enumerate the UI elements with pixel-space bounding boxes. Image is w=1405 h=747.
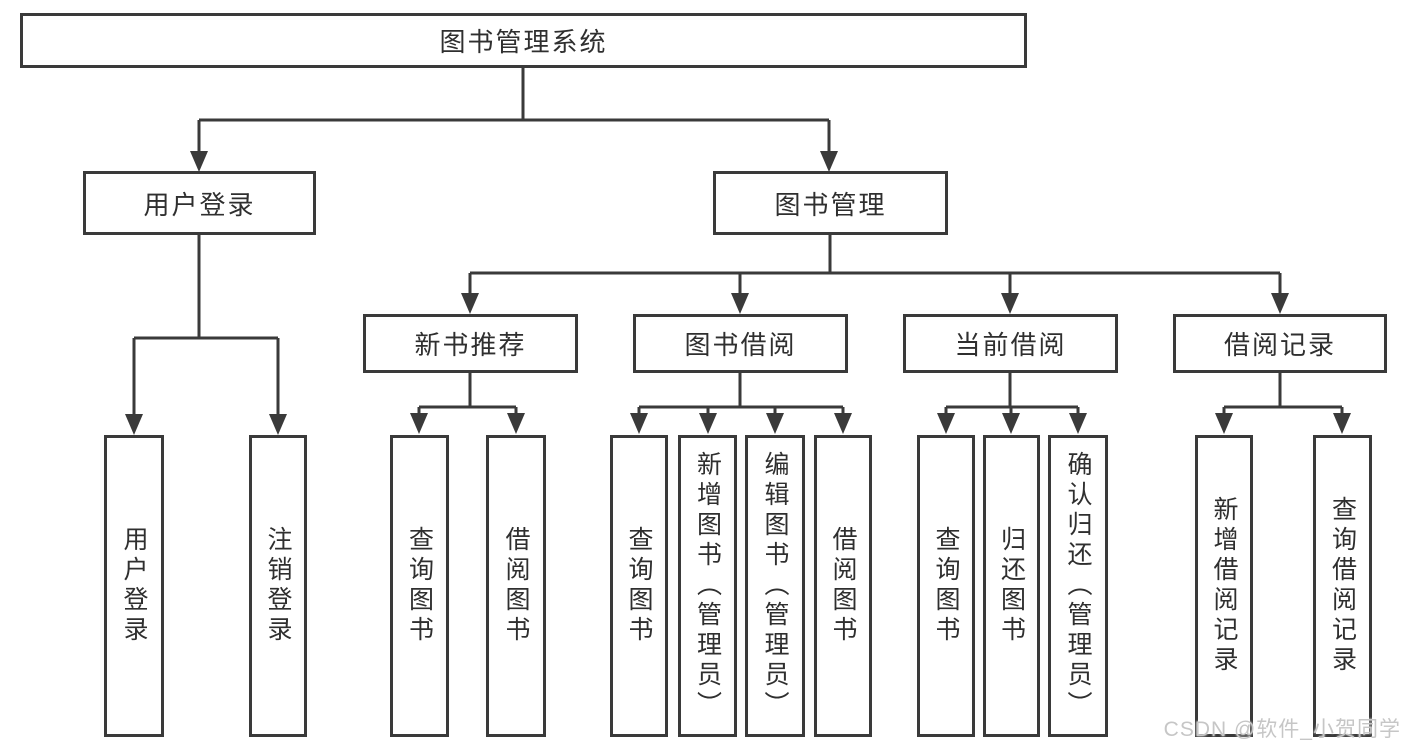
leaf-borrow-book-label: 借阅图书 bbox=[829, 526, 857, 646]
node-user-login: 用户登录 bbox=[83, 171, 316, 235]
leaf-logout: 注销登录 bbox=[249, 435, 307, 737]
leaf-borrow-query: 查询图书 bbox=[610, 435, 668, 737]
csdn-watermark: CSDN @软件_小贺同学 bbox=[1163, 718, 1401, 741]
leaf-borrow-query-label: 查询图书 bbox=[625, 526, 653, 646]
leaf-logout-label: 注销登录 bbox=[264, 526, 292, 646]
node-root-label: 图书管理系统 bbox=[439, 27, 608, 57]
node-new-book-recommend: 新书推荐 bbox=[363, 314, 578, 373]
node-root: 图书管理系统 bbox=[20, 13, 1027, 68]
leaf-newbooks-query-label: 查询图书 bbox=[405, 526, 434, 646]
connector-paths bbox=[132, 68, 1344, 418]
leaf-records-add: 新增借阅记录 bbox=[1195, 435, 1253, 737]
leaf-current-confirm-return-admin: 确认归还（管理员） bbox=[1048, 435, 1108, 737]
leaf-borrow-addbook-admin-label: 新增图书（管理员） bbox=[693, 451, 722, 721]
leaf-newbooks-borrow: 借阅图书 bbox=[486, 435, 546, 737]
leaf-user-login-label: 用户登录 bbox=[120, 526, 148, 646]
leaf-current-return-label: 归还图书 bbox=[997, 526, 1026, 646]
leaf-borrow-addbook-admin: 新增图书（管理员） bbox=[678, 435, 737, 737]
leaf-records-query: 查询借阅记录 bbox=[1313, 435, 1372, 737]
node-new-book-recommend-label: 新书推荐 bbox=[414, 330, 527, 360]
leaf-borrow-book: 借阅图书 bbox=[814, 435, 872, 737]
leaf-records-query-label: 查询借阅记录 bbox=[1328, 496, 1357, 676]
node-user-login-label: 用户登录 bbox=[143, 189, 256, 220]
arrowhead-icons bbox=[125, 151, 1351, 435]
node-book-borrow-label: 图书借阅 bbox=[684, 330, 797, 360]
node-borrow-records-label: 借阅记录 bbox=[1223, 330, 1336, 360]
node-book-management-label: 图书管理 bbox=[774, 189, 887, 220]
leaf-newbooks-borrow-label: 借阅图书 bbox=[502, 526, 530, 646]
leaf-current-query-label: 查询图书 bbox=[932, 526, 960, 646]
leaf-current-confirm-return-admin-label: 确认归还（管理员） bbox=[1064, 451, 1092, 721]
node-book-borrow: 图书借阅 bbox=[633, 314, 848, 373]
leaf-current-query: 查询图书 bbox=[917, 435, 975, 737]
node-borrow-records: 借阅记录 bbox=[1173, 314, 1387, 373]
node-book-management: 图书管理 bbox=[713, 171, 948, 235]
leaf-borrow-editbook-admin-label: 编辑图书（管理员） bbox=[761, 451, 789, 721]
leaf-user-login: 用户登录 bbox=[104, 435, 164, 737]
leaf-borrow-editbook-admin: 编辑图书（管理员） bbox=[745, 435, 805, 737]
leaf-current-return: 归还图书 bbox=[983, 435, 1040, 737]
node-current-borrow-label: 当前借阅 bbox=[954, 330, 1067, 360]
leaf-records-add-label: 新增借阅记录 bbox=[1210, 496, 1238, 676]
leaf-newbooks-query: 查询图书 bbox=[390, 435, 449, 737]
node-current-borrow: 当前借阅 bbox=[903, 314, 1118, 373]
